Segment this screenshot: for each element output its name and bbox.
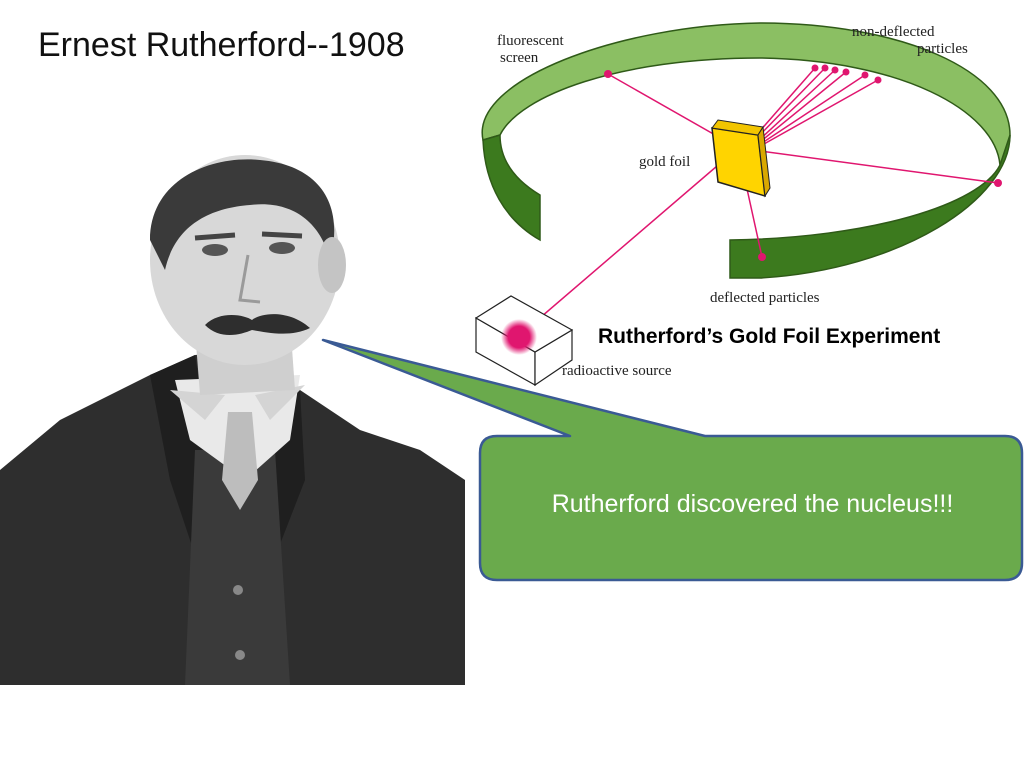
label-particles: particles <box>917 41 968 57</box>
rutherford-portrait <box>0 155 465 685</box>
label-deflected-particles: deflected particles <box>710 290 820 306</box>
label-radioactive-source: radioactive source <box>562 363 672 379</box>
label-gold-foil: gold foil <box>639 154 691 170</box>
fluorescent-screen-side-right <box>729 134 1011 279</box>
radioactive-glow <box>501 319 537 355</box>
gold-foil-sheet <box>711 127 766 198</box>
label-fluorescent: fluorescent <box>497 33 564 49</box>
slide-title: Ernest Rutherford--1908 <box>38 26 405 64</box>
label-screen: screen <box>500 50 539 66</box>
callout-text: Rutherford discovered the nucleus!!! <box>551 490 954 518</box>
label-non-deflected: non-deflected <box>852 24 935 40</box>
fluorescent-screen-side-left <box>482 133 541 242</box>
diagram-caption: Rutherford’s Gold Foil Experiment <box>598 325 941 348</box>
